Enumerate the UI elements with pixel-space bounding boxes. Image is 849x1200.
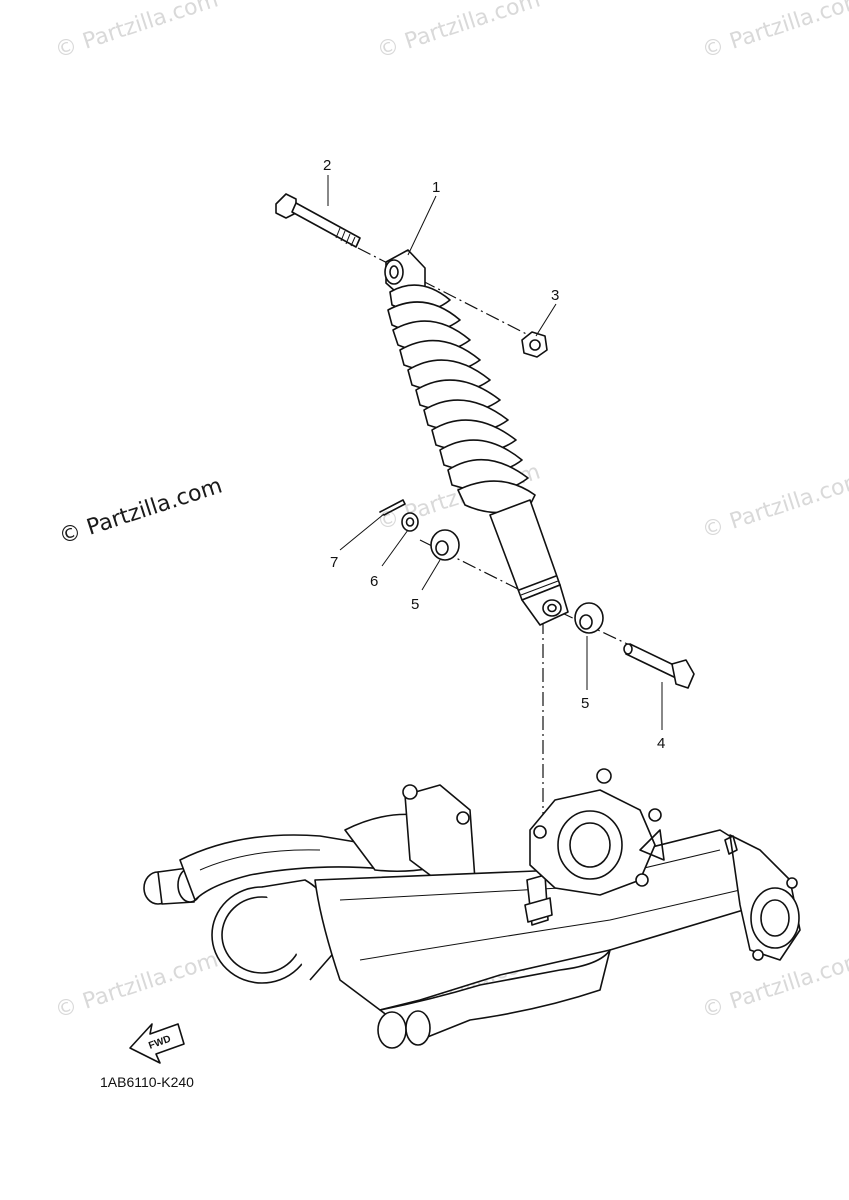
partzilla-watermark: © Partzilla.com bbox=[56, 473, 225, 549]
watermark: © Partzilla.com bbox=[699, 467, 849, 543]
callout-5-right: 5 bbox=[581, 695, 589, 712]
callout-1: 1 bbox=[432, 179, 440, 196]
callout-7: 7 bbox=[330, 554, 338, 571]
callout-2: 2 bbox=[323, 157, 331, 174]
watermark: © Partzilla.com bbox=[52, 0, 221, 64]
nut bbox=[521, 331, 548, 358]
bolt-lower bbox=[623, 643, 695, 689]
fwd-arrow-icon: FWD bbox=[129, 1023, 185, 1064]
callout-4: 4 bbox=[657, 735, 665, 752]
washer bbox=[401, 512, 419, 532]
bolt-upper bbox=[275, 193, 361, 248]
callout-3: 3 bbox=[551, 287, 559, 304]
swingarm bbox=[143, 768, 801, 1049]
collar-left bbox=[430, 529, 460, 561]
collar-right bbox=[574, 602, 604, 634]
callout-5-left: 5 bbox=[411, 596, 419, 613]
watermark: © Partzilla.com bbox=[699, 0, 849, 64]
diagram-code: 1AB6110-K240 bbox=[100, 1074, 194, 1090]
callout-6: 6 bbox=[370, 573, 378, 590]
watermark: © Partzilla.com bbox=[374, 0, 543, 64]
callouts: 1 2 3 7 6 5 5 4 bbox=[323, 157, 665, 752]
cotter-pin bbox=[379, 499, 406, 516]
shock-absorber bbox=[384, 249, 569, 626]
coil-spring bbox=[387, 284, 529, 492]
watermark: © Partzilla.com bbox=[52, 947, 221, 1023]
leader-lines bbox=[327, 175, 663, 730]
watermark: © Partzilla.com bbox=[699, 947, 849, 1023]
